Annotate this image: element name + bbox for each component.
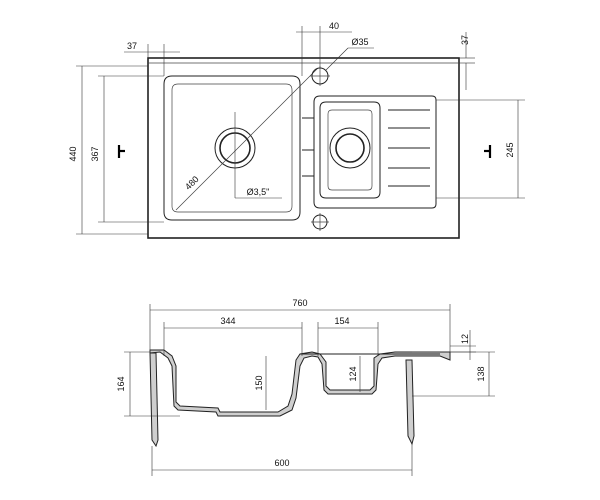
dim-small-bowl-depth: 124 [348, 356, 361, 392]
section-profile [149, 349, 451, 417]
dim-bowl-depth-label: 367 [90, 146, 100, 161]
dim-offset-top-label: 37 [460, 35, 470, 45]
dim-large-bowl-depth: 150 [254, 356, 267, 410]
top-view: 440 367 245 37 37 [68, 21, 525, 239]
dim-large-bowl-depth-label: 150 [254, 375, 264, 390]
dim-small-bowl-depth-label: 124 [348, 366, 358, 381]
dim-small-bowl-width-label: 154 [334, 316, 349, 326]
dim-total-height-label: 138 [476, 366, 486, 381]
dim-base-width-label: 600 [274, 458, 289, 468]
dim-overall-width-label: 760 [292, 298, 307, 308]
section-marker-right [484, 145, 492, 158]
dim-overall-height: 164 [116, 351, 180, 417]
dim-offset-left-label: 37 [127, 41, 137, 51]
dim-tap-hole-offset: 40 [296, 21, 352, 76]
section-marker-left [117, 145, 125, 158]
small-drain [329, 127, 371, 169]
dim-small-bowl-depth: 245 [436, 99, 525, 199]
dim-large-bowl-width-label: 344 [220, 316, 235, 326]
dim-tap-hole-diameter: Ø35 [325, 37, 374, 71]
dim-overall-width: 760 [149, 298, 451, 352]
right-leg [405, 359, 415, 446]
dim-offset-left: 37 [124, 41, 180, 76]
dim-small-bowl-width: 154 [317, 316, 379, 356]
section-view: 760 344 154 12 138 150 [116, 298, 495, 476]
dim-total-height: 138 [412, 351, 495, 397]
dim-large-bowl-width: 344 [163, 316, 303, 356]
sink-outline [147, 57, 460, 239]
left-leg [149, 352, 159, 448]
dim-overall-depth: 440 [68, 65, 148, 235]
dim-tap-hole-offset-label: 40 [329, 21, 339, 31]
dim-small-bowl-depth-label: 245 [505, 142, 515, 157]
dim-rim-label: 12 [460, 334, 470, 344]
dim-drain: Ø3,5" [234, 112, 282, 199]
small-bowl [302, 95, 437, 209]
dim-diagonal-label: 480 [183, 174, 201, 192]
dim-offset-top: 37 [459, 32, 475, 90]
dim-drain-label: Ø3,5" [247, 187, 270, 197]
dim-base-width: 600 [151, 444, 413, 476]
dim-bowl-depth: 367 [90, 75, 164, 223]
large-bowl [163, 67, 319, 221]
dim-overall-depth-label: 440 [68, 146, 78, 161]
dim-rim: 12 [450, 330, 476, 360]
dim-overall-height-label: 164 [116, 376, 126, 391]
dim-tap-hole-diameter-label: Ø35 [351, 37, 368, 47]
